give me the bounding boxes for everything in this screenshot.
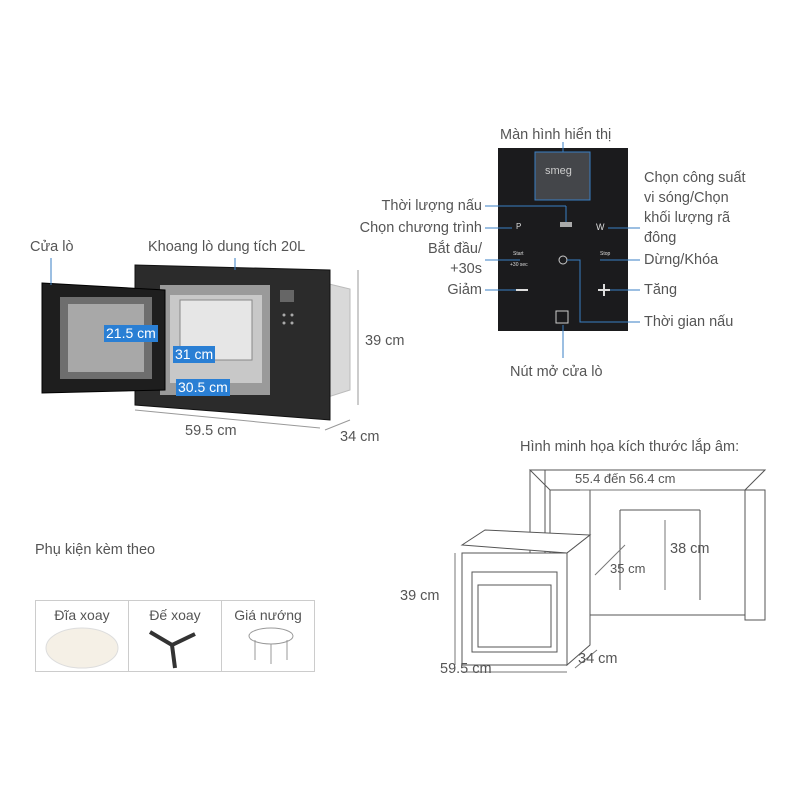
door-label: Cửa lò xyxy=(30,239,74,255)
stop-button[interactable]: Stop xyxy=(600,251,611,257)
accessory-illustrations xyxy=(45,627,294,669)
niche-depth: 35 cm xyxy=(610,561,646,576)
power-label-1: Chọn công suất xyxy=(644,170,746,186)
cook-time-label: Thời gian nấu xyxy=(644,314,734,330)
accessory-turntable: Đĩa xoay xyxy=(35,600,129,672)
display-label: Màn hình hiển thị xyxy=(500,127,612,143)
control-panel-illustration xyxy=(485,142,640,358)
power-label-2: vi sóng/Chọn xyxy=(644,190,729,206)
power-label-3: khối lượng rã xyxy=(644,210,731,226)
oven-depth: 34 cm xyxy=(578,651,618,667)
accessory-label: Đế xoay xyxy=(149,607,201,623)
start-button-sub: +30 sec xyxy=(510,262,528,268)
start-label-2: +30s xyxy=(450,261,482,277)
inner-width-badge: 30.5 cm xyxy=(176,379,230,397)
cavity-label: Khoang lò dung tích 20L xyxy=(148,239,306,255)
inner-height-badge: 21.5 cm xyxy=(104,325,158,343)
stop-lock-label: Dừng/Khóa xyxy=(644,252,719,268)
cook-duration-label: Thời lượng nấu xyxy=(381,198,482,214)
program-button[interactable]: P xyxy=(516,222,522,231)
width-dimension: 59.5 cm xyxy=(185,423,237,439)
niche-height: 38 cm xyxy=(670,541,710,557)
height-dimension: 39 cm xyxy=(365,333,405,349)
microwave-illustration xyxy=(41,258,359,431)
accessory-grill-rack: Giá nướng xyxy=(221,600,315,672)
depth-dimension: 34 cm xyxy=(340,429,380,445)
installation-illustration xyxy=(454,469,767,673)
oven-width: 59.5 cm xyxy=(440,661,492,677)
start-button[interactable]: Start xyxy=(513,251,524,257)
accessories-title: Phụ kiện kèm theo xyxy=(35,542,156,558)
niche-width: 55.4 đến 56.4 cm xyxy=(575,471,676,486)
door-open-button-label: Nút mở cửa lò xyxy=(510,364,603,380)
decrease-label: Giảm xyxy=(447,282,482,298)
accessory-label: Giá nướng xyxy=(234,607,302,623)
start-label-1: Bắt đầu/ xyxy=(427,241,482,257)
installation-title: Hình minh họa kích thước lắp âm: xyxy=(520,439,740,455)
program-select-label: Chọn chương trình xyxy=(359,220,482,236)
power-label-4: đông xyxy=(644,230,677,246)
inner-depth-badge: 31 cm xyxy=(173,346,216,364)
accessory-label: Đĩa xoay xyxy=(54,607,110,623)
oven-height: 39 cm xyxy=(400,588,440,604)
accessory-roller-ring: Đế xoay xyxy=(128,600,222,672)
increase-label: Tăng xyxy=(644,282,678,298)
brand-logo: smeg xyxy=(545,165,572,177)
power-button[interactable]: W xyxy=(596,222,605,232)
